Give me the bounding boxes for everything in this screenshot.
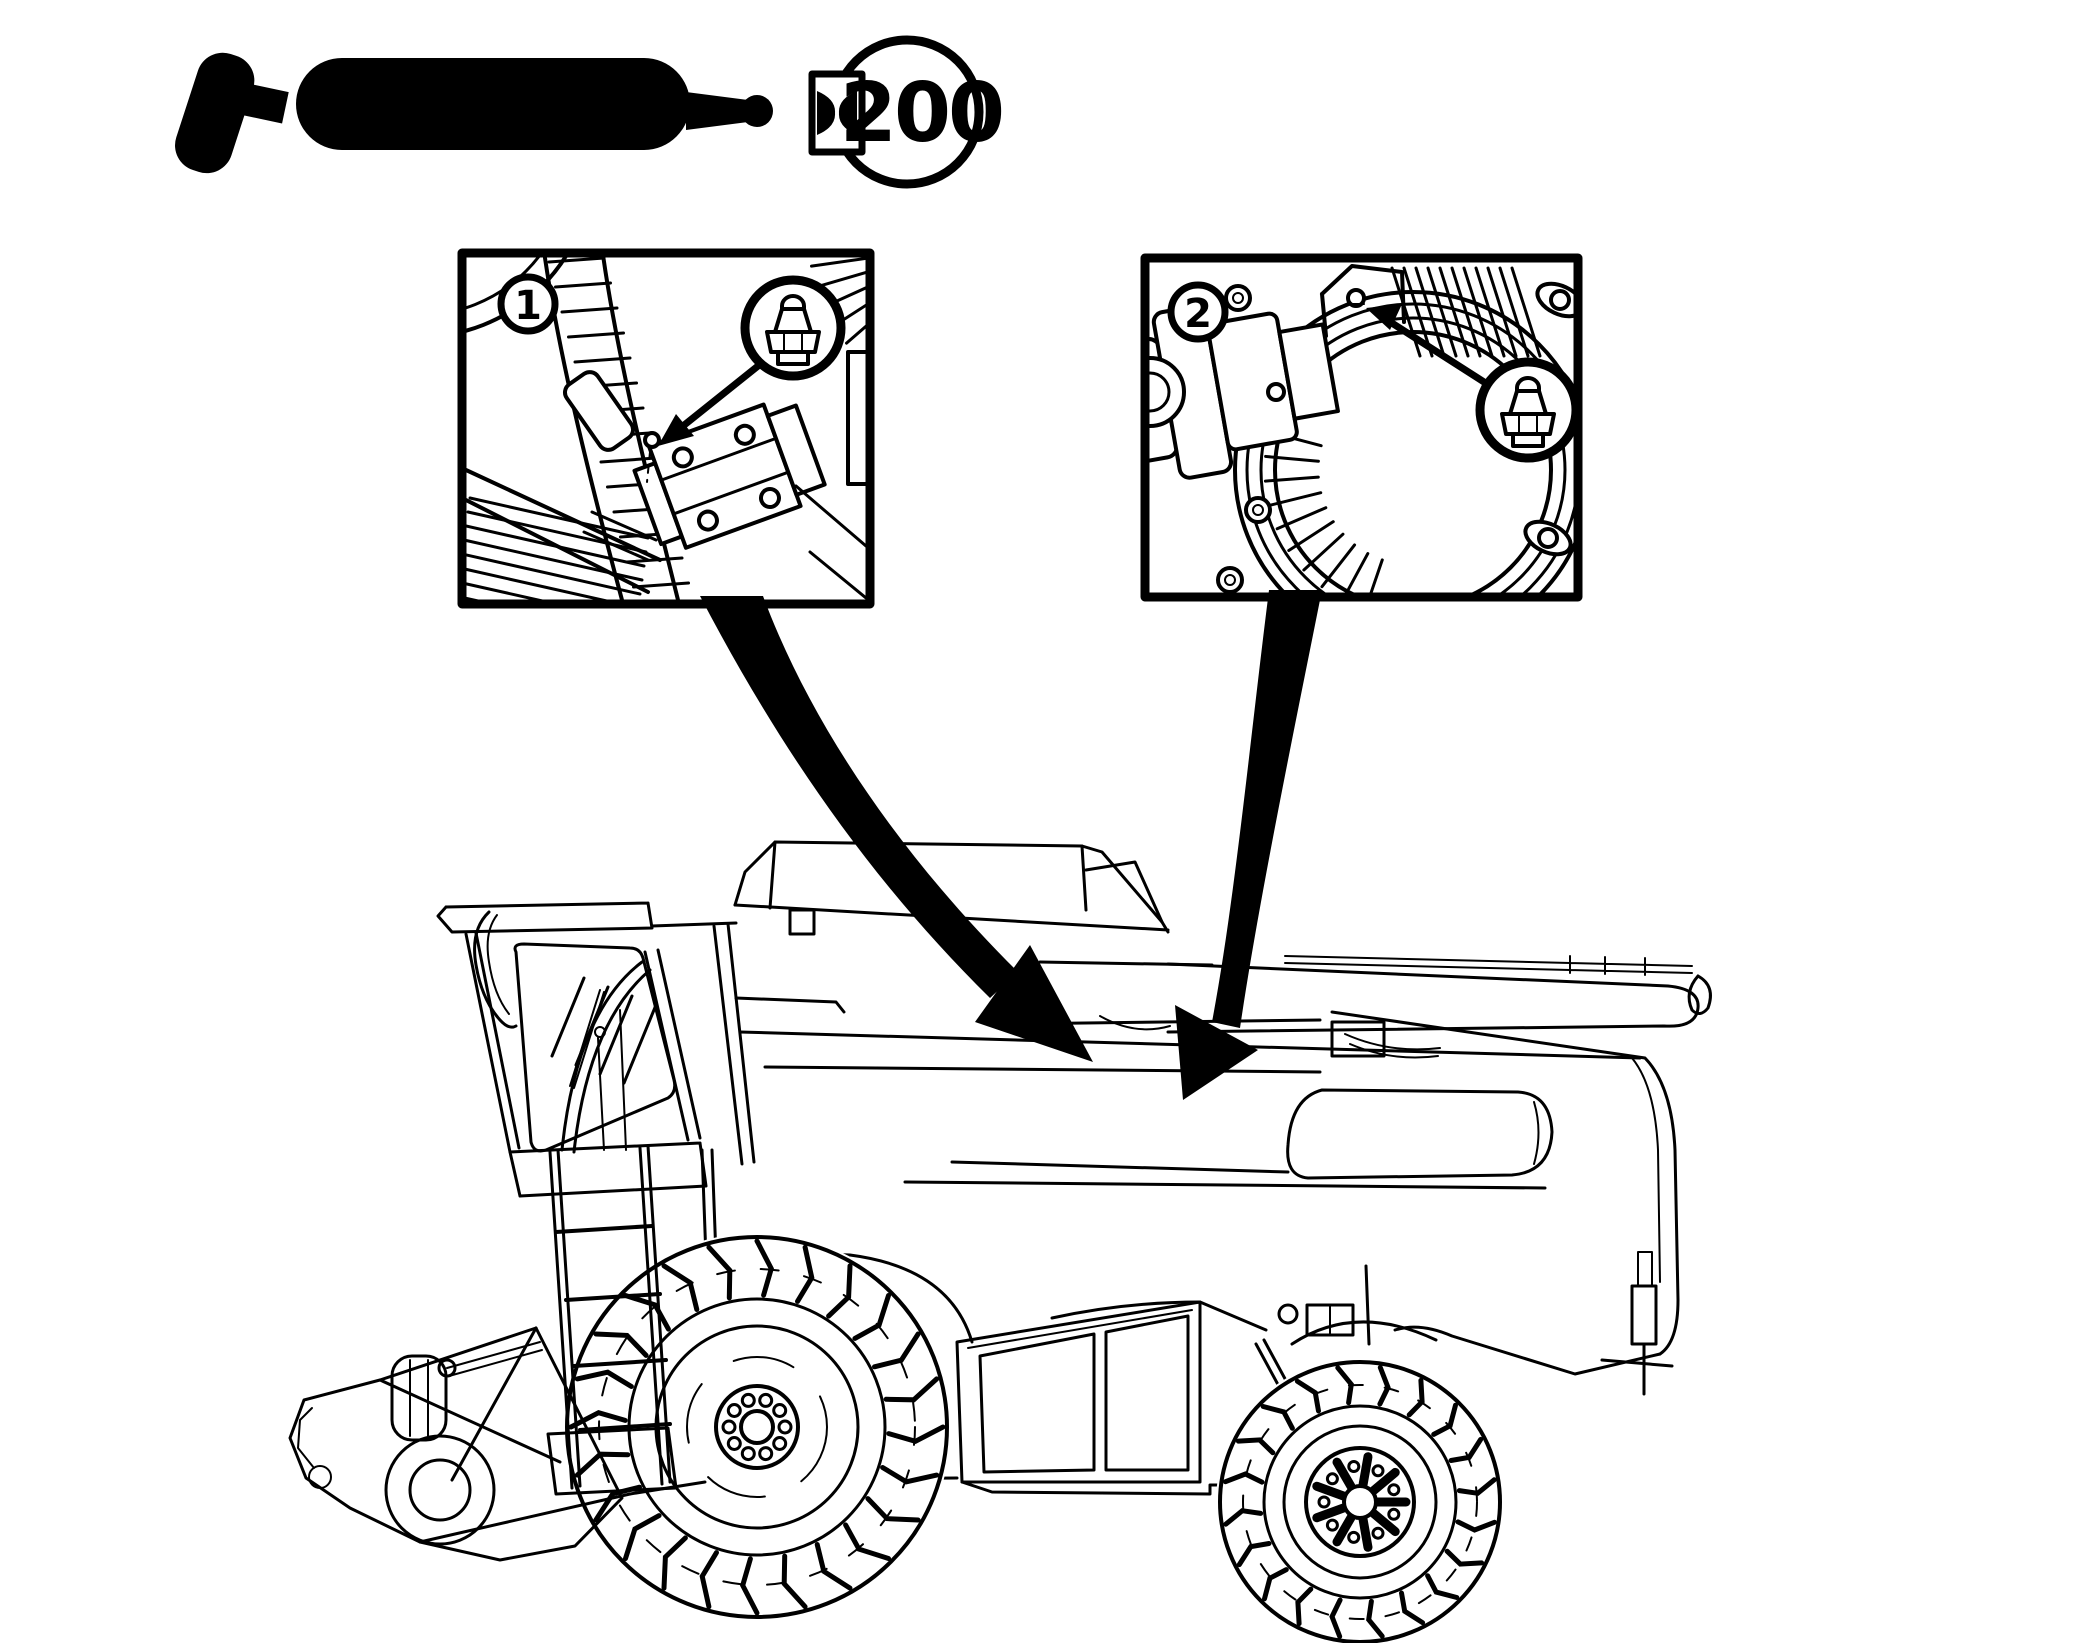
feeder-house [288, 1326, 707, 1562]
interval-hours-label: 200 [840, 66, 1002, 161]
grease-gun-icon [175, 52, 773, 174]
callout-arrow-2 [1175, 590, 1322, 1100]
grease-fitting-icon [1475, 357, 1581, 463]
unloading-auger [1166, 955, 1712, 1059]
service-interval-badge: 200 [808, 35, 1005, 189]
callout-box-1: 1 [457, 248, 875, 609]
rear-fender-line [1290, 1320, 1438, 1346]
grease-fitting-icon [740, 275, 846, 381]
svg-text:1: 1 [514, 283, 542, 329]
callout-1-number: 1 [497, 273, 559, 335]
callout-arrow-1 [700, 596, 1093, 1062]
rear-wheel [1216, 1358, 1504, 1643]
hourglass-icon [808, 70, 866, 156]
callout-2-number: 2 [1167, 281, 1229, 343]
combine-harvester-illustration [288, 840, 1712, 1643]
svg-text:2: 2 [1184, 291, 1212, 337]
cab [436, 901, 816, 1198]
callout-box-2: 2 [1140, 253, 1583, 602]
